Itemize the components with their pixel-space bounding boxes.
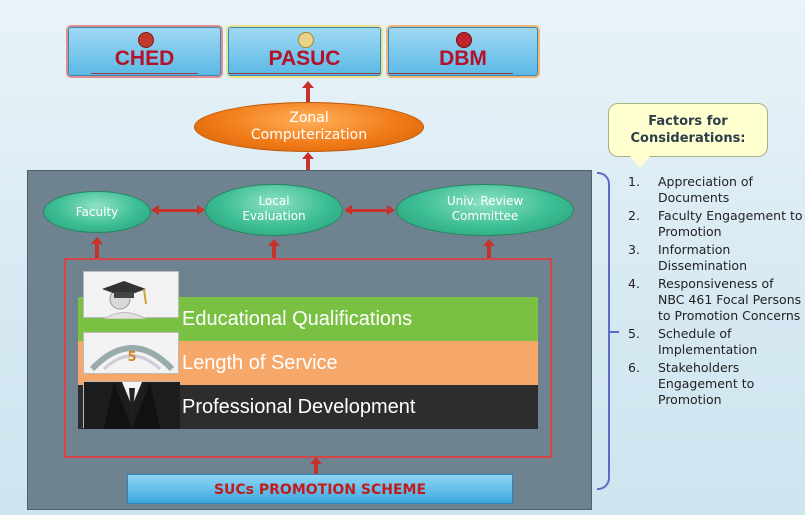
arrow-right-icon [197,205,205,215]
suit-icon [83,381,180,429]
link-bar [351,209,388,212]
review-line1: Univ. Review [446,194,524,208]
link-bar [158,209,198,212]
arrow-up-icon [302,81,314,88]
brace-point [609,331,619,333]
ched-seal-icon [137,32,154,48]
sucs-promotion-scheme: SUCs PROMOTION SCHEME [127,474,513,504]
criteria-label: Educational Qualifications [182,308,413,330]
arrow-shaft [306,159,310,170]
considerations-bubble: Factors for Considerations: [608,103,768,157]
agency-name: CHED [114,47,175,70]
local-evaluation-node: Local Evaluation [205,184,343,236]
factors-list: 1.Appreciation of Documents 2.Faculty En… [628,174,803,408]
agency-name: DBM [439,47,487,70]
zonal-computerization: Zonal Computerization [194,102,424,152]
graduate-icon [83,271,179,320]
factor-item: 4.Responsiveness of NBC 461 Focal Person… [628,276,802,323]
arrow-up-icon [302,152,314,159]
arrow-left-icon [344,205,352,215]
factor-item: 5.Schedule of Implementation [628,326,758,357]
zonal-line1: Zonal [289,110,329,126]
agency-dbm: DBM [388,27,538,76]
arrow-shaft [487,245,491,258]
criteria-label: Professional Development [182,396,416,418]
arrow-up-icon [91,237,103,244]
underline [389,73,513,74]
faculty-node: Faculty [43,191,151,233]
factor-item: 3.Information Dissemination [628,242,747,273]
arrow-shaft [95,243,99,258]
underline [91,73,198,74]
faculty-label: Faculty [75,205,119,219]
criteria-frame [64,258,552,458]
underline [229,73,380,74]
dbm-seal-icon [456,32,472,48]
factor-item: 6.Stakeholders Engagement to Promotion [628,360,755,407]
bubble-tail [630,156,650,168]
considerations-title-line2: Considerations: [630,131,746,146]
zonal-line2: Computerization [250,127,368,143]
arrow-up-icon [483,239,495,246]
arrow-up-icon [310,457,322,464]
factor-item: 1.Appreciation of Documents [628,174,753,205]
factor-item: 2.Faculty Engagement to Promotion [628,208,803,239]
review-committee-node: Univ. Review Committee [396,184,574,236]
review-line2: Committee [451,209,519,223]
agency-name: PASUC [268,47,341,70]
considerations-title-line1: Factors for [648,114,728,129]
arrow-left-icon [151,205,159,215]
agency-pasuc: PASUC [228,27,381,76]
agency-ched: CHED [68,27,221,76]
local-line1: Local [258,194,290,208]
arrow-right-icon [387,205,395,215]
thumb-number: 5 [127,350,136,365]
arrow-shaft [272,245,276,258]
local-line2: Evaluation [242,209,306,223]
criteria-label: Length of Service [182,352,338,374]
pasuc-seal-icon [297,32,314,48]
arrow-up-icon [268,239,280,246]
arrow-shaft [314,462,318,474]
arrow-shaft [306,87,310,102]
service-years-icon: 5 [83,332,179,374]
